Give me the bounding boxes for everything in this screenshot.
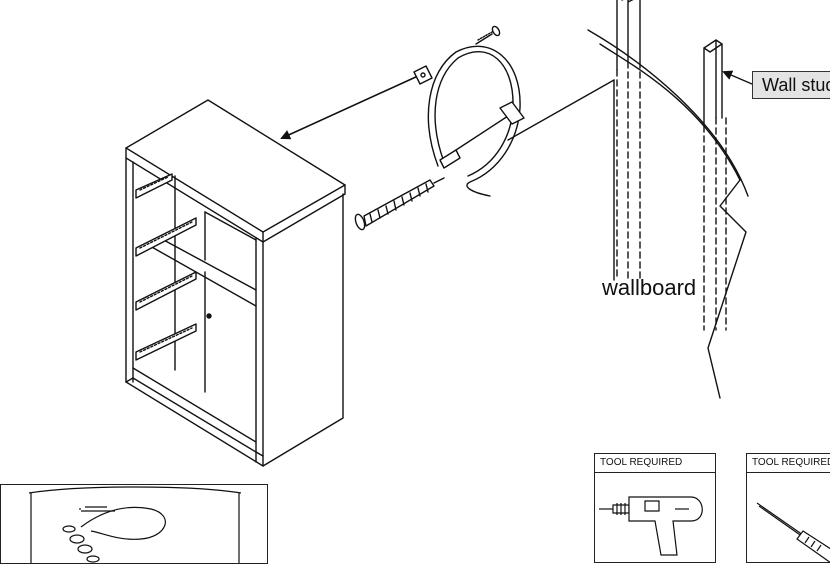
safety-strap — [413, 45, 525, 197]
wall-stud-label: Wall stud — [752, 71, 830, 99]
drawer-runners — [135, 173, 197, 361]
attach-arrow — [280, 75, 419, 140]
hardware-kit-box — [0, 484, 268, 564]
assembly-diagram — [125, 0, 753, 467]
dresser — [125, 99, 346, 467]
tool-required-screwdriver: TOOL REQUIRED — [746, 453, 830, 564]
small-screw — [475, 25, 501, 45]
wallboard-label: wallboard — [602, 275, 697, 300]
tool-header: TOOL REQUIRED — [595, 454, 715, 473]
tool-required-drill: TOOL REQUIRED — [594, 453, 716, 563]
wall — [587, 0, 749, 399]
screw-guide-line — [507, 79, 615, 141]
wall-screw — [354, 177, 445, 231]
wall-stud-arrow — [722, 70, 753, 85]
screwdriver-icon — [756, 502, 830, 564]
tool-header: TOOL REQUIRED — [747, 454, 830, 473]
power-drill-icon — [599, 496, 703, 556]
anti-tip-kit-icon — [28, 486, 242, 563]
